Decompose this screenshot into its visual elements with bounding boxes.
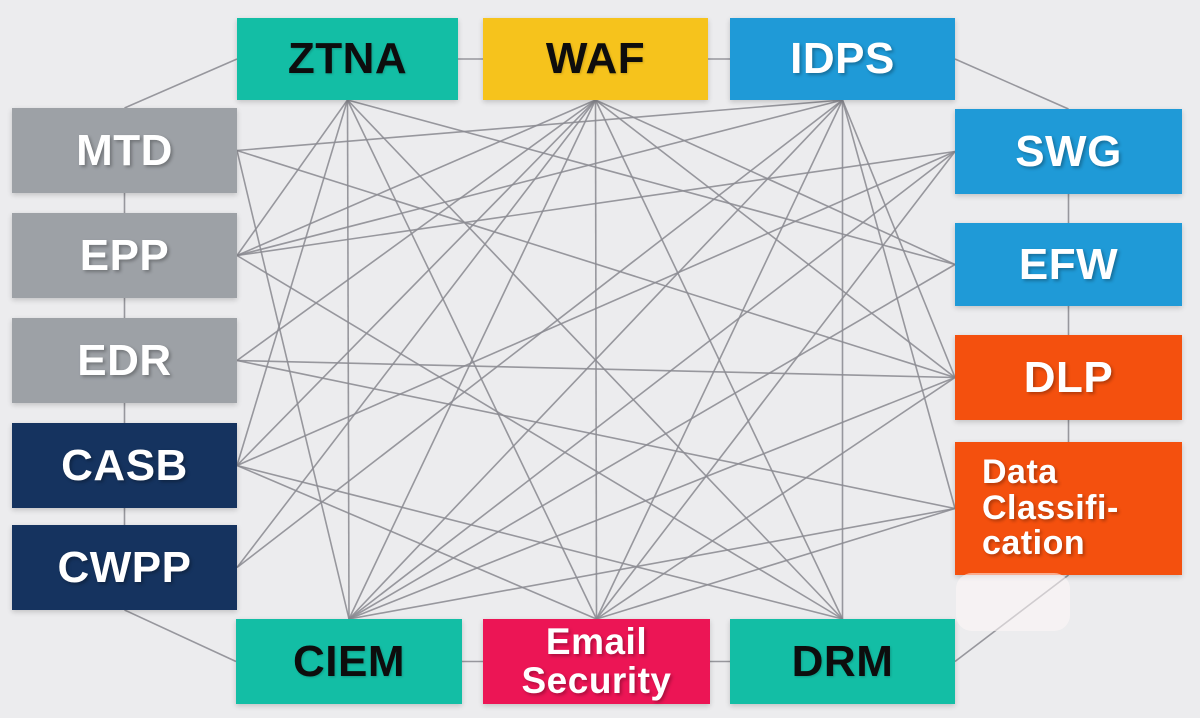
edge-waf-casb [236,99,597,467]
node-ciem: CIEM [236,619,462,704]
edge-idps-swg [954,58,1069,110]
node-ztna: ZTNA [237,18,458,100]
node-dc-label: Classifi- [982,488,1119,527]
edge-waf-ciem [348,99,597,620]
edge-idps-epp [236,99,843,257]
node-es-label: Email [545,621,648,663]
node-dlp: DLP [955,335,1182,420]
edge-idps-dc [841,99,956,509]
node-es-label: Security [521,659,672,701]
node-dc-label: cation [982,524,1086,563]
node-dc-label: Data [982,453,1058,492]
edge-mtd-ciem [236,150,350,620]
node-idps-label: IDPS [790,34,895,84]
edge-waf-dlp [595,99,956,379]
edge-dc-es [596,507,956,620]
node-ztna-label: ZTNA [287,34,408,84]
edge-dc-ciem [348,507,956,620]
node-mtd: MTD [12,108,237,193]
edge-idps-dlp [841,99,956,378]
node-casb-label: CASB [61,440,188,490]
node-epp-label: EPP [79,230,170,280]
node-idps: IDPS [730,18,955,100]
edge-waf-efw [595,99,956,266]
node-epp: EPP [12,213,237,298]
edge-ztna-ciem [346,99,350,620]
edge-epp-swg [236,150,956,257]
edge-idps-es [595,99,844,620]
edge-ztna-casb [236,99,349,466]
edge-edr-dlp [236,359,956,379]
node-edr-label: EDR [77,335,172,385]
edge-idps-ciem [348,99,844,620]
edge-edr-dc [236,359,956,510]
edge-mtd-dlp [236,149,956,379]
edge-ciem-cwpp [124,609,237,663]
edge-swg-ciem [348,150,956,620]
edge-dlp-ciem [348,376,956,620]
node-efw: EFW [955,223,1182,306]
node-drm-label: DRM [791,636,894,686]
node-efw-label: EFW [1018,239,1119,289]
edge-waf-cwpp [236,99,597,568]
node-casb: CASB [12,423,237,508]
node-swg-label: SWG [1015,126,1122,176]
node-edr: EDR [12,318,237,403]
node-drm: DRM [730,619,955,704]
edge-ztna-efw [347,99,956,266]
edge-mtd-ztna [124,58,238,109]
node-dlp-label: DLP [1023,352,1114,402]
node-mtd-label: MTD [76,125,173,175]
node-waf-label: WAF [545,34,646,84]
edge-swg-es [595,151,956,620]
edge-epp-drm [236,254,843,620]
edge-casb-es [236,464,597,620]
watermark [956,573,1070,631]
node-cwpp-label: CWPP [57,542,192,592]
node-ciem-label: CIEM [293,636,405,686]
node-waf: WAF [483,18,708,100]
node-cwpp: CWPP [12,525,237,610]
edge-efw-ciem [348,263,956,620]
edge-casb-swg [236,150,956,467]
edge-idps-mtd [236,99,843,152]
node-swg: SWG [955,109,1182,194]
edge-dlp-es [596,376,956,620]
